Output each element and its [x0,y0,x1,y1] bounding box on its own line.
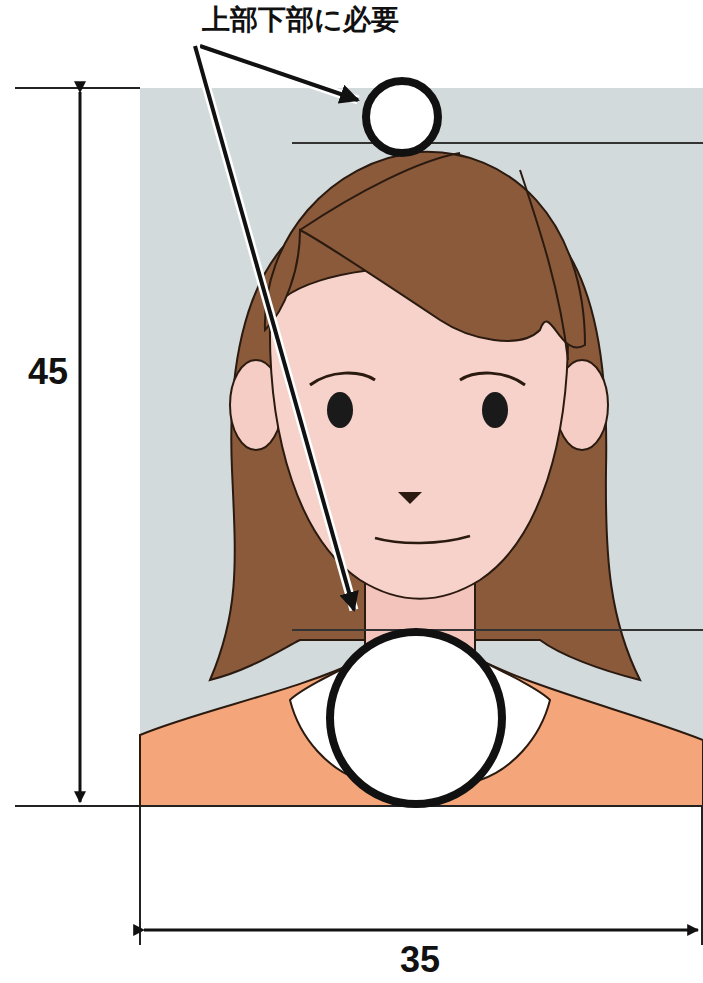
reference-line [292,142,703,144]
height-dimension [79,92,82,802]
eyebrow [460,373,525,385]
extension-line [15,87,140,89]
leader-arrow [195,46,354,610]
extension-line [701,806,703,945]
reference-line [292,629,703,631]
eye [482,392,508,428]
hair-line [300,153,460,230]
nose [398,492,422,504]
leader-halo [200,46,358,100]
leader-arrow [200,46,358,100]
leader-halo [195,46,354,610]
dimension-label: 35 [400,942,440,978]
eyebrow [310,373,375,385]
extension-line [139,806,141,945]
margin-circle [330,632,502,804]
extension-line [15,805,703,807]
width-dimension [144,929,698,932]
eye [327,392,353,428]
margin-circle [366,81,438,153]
hair-bangs [265,152,585,348]
photo-background [140,88,703,806]
mouth [375,536,470,543]
dimension-label: 45 [28,354,68,390]
hair-line [520,170,568,360]
callout-note: 上部下部に必要 [202,6,399,34]
